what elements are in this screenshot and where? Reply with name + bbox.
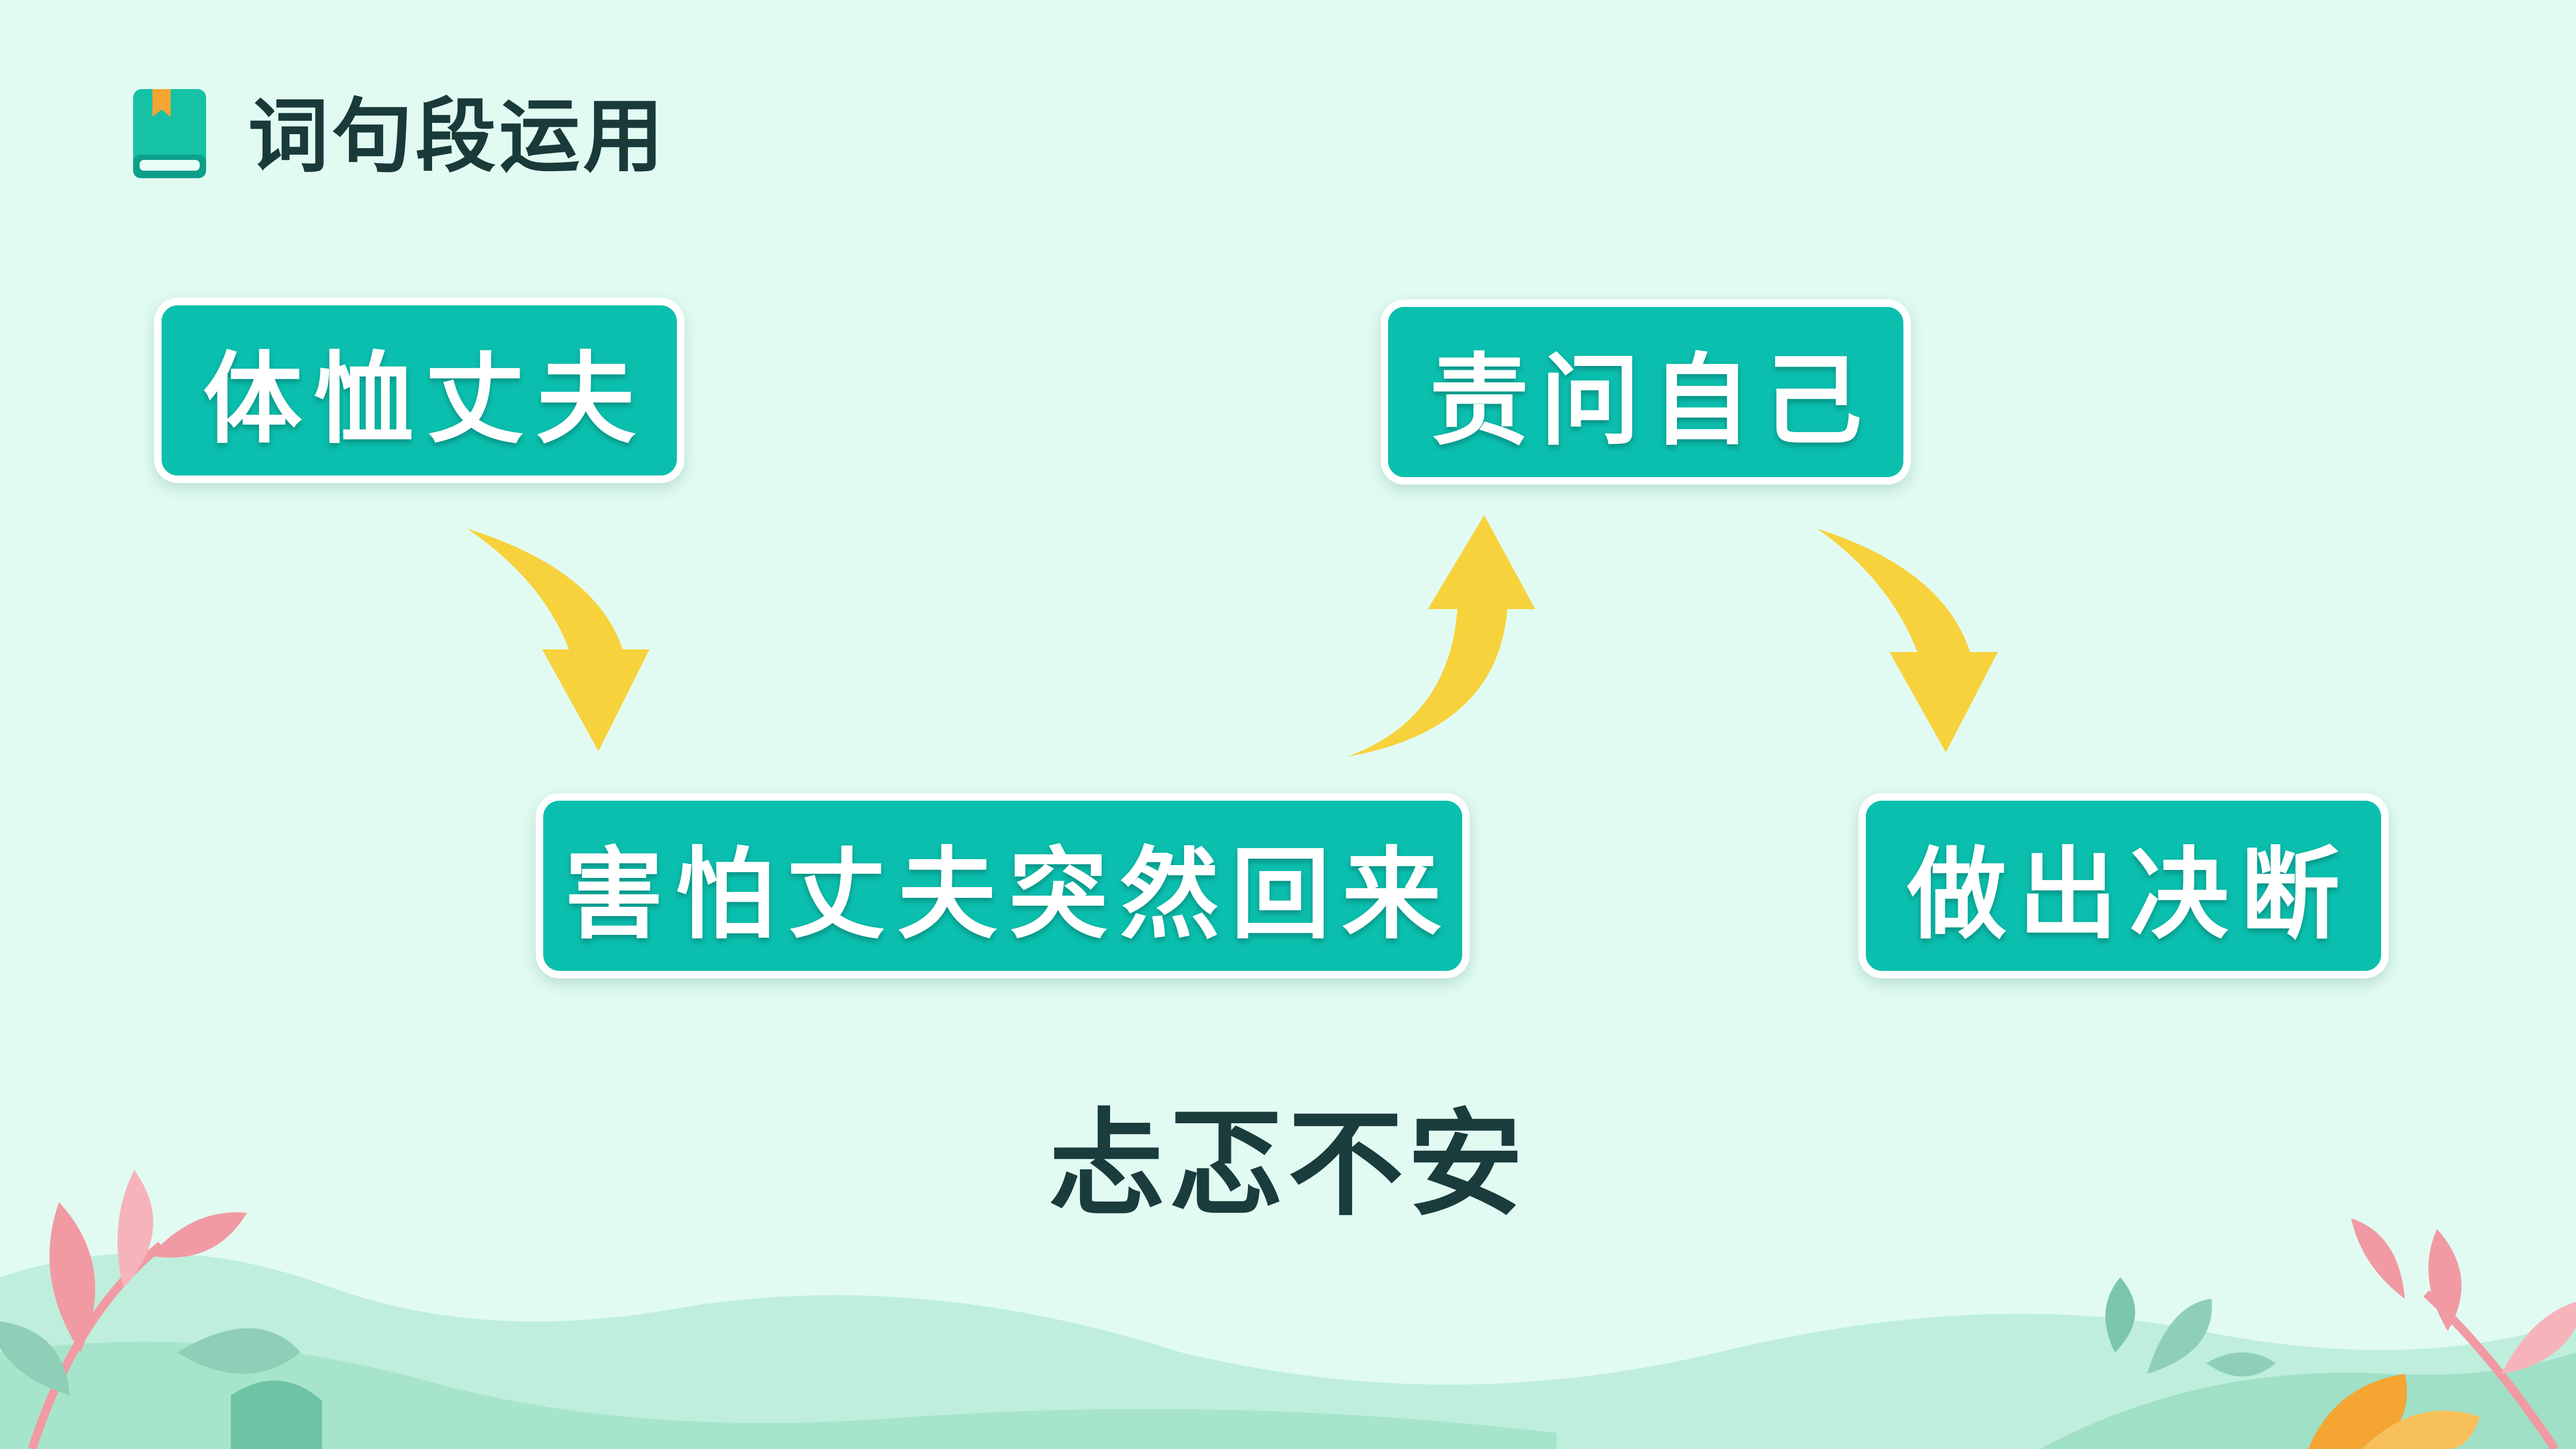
right-plant-icon: [2105, 1218, 2576, 1449]
book-icon: [133, 89, 206, 178]
node-label: 做出决断: [1907, 835, 2352, 953]
hill-right: [2040, 1352, 2576, 1449]
summary-word: 忐忑不安: [1048, 1097, 1528, 1232]
page-title: 词句段运用: [248, 90, 667, 184]
arrow-n2-n3: [1347, 515, 1535, 757]
node-zuo-chu-jue-duan: 做出决断: [1858, 793, 2389, 978]
hill-back: [0, 1253, 2576, 1449]
node-ze-wen-zi-ji: 责问自己: [1381, 299, 1911, 485]
node-ti-xu-zhang-fu: 体恤丈夫: [154, 298, 684, 483]
arrow-n1-n2: [467, 529, 650, 751]
node-label: 责问自己: [1429, 341, 1874, 459]
node-hai-pa-zhang-fu-tu-ran-hui-lai: 害怕丈夫突然回来: [536, 793, 1470, 978]
arrow-n3-n4: [1817, 529, 1998, 752]
node-label: 害怕丈夫突然回来: [564, 835, 1453, 953]
hill-front: [0, 1342, 1557, 1449]
node-label: 体恤丈夫: [203, 340, 647, 457]
